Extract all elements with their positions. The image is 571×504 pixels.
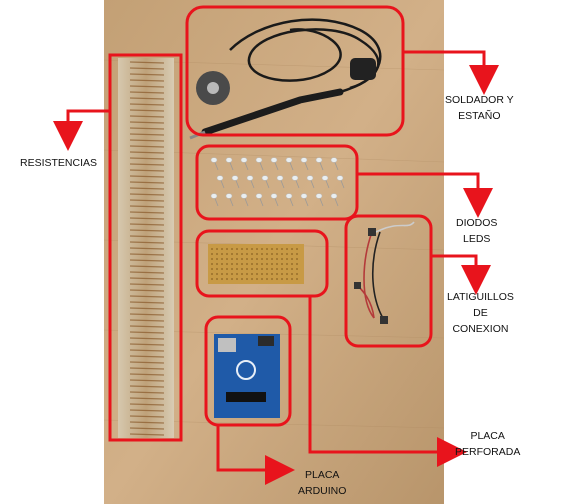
label-diodos: DIODOS LEDS	[456, 215, 497, 247]
label-placa-arduino-line2: ARDUINO	[298, 485, 347, 497]
label-placa-arduino-line1: PLACA	[304, 469, 340, 481]
arrow-diodos	[357, 172, 493, 218]
label-soldador: SOLDADOR Y ESTAÑO	[445, 92, 514, 124]
arrow-soldador	[403, 50, 499, 95]
label-resistencias: RESISTENCIAS	[20, 157, 98, 169]
arrow-resistencias	[53, 109, 110, 151]
box-diodos	[195, 144, 359, 221]
arduino-board	[214, 334, 280, 418]
arrow-arduino	[216, 425, 295, 485]
label-latiguillos-line3: CONEXION	[452, 323, 509, 335]
label-latiguillos: LATIGUILLOS DE CONEXION	[447, 289, 514, 337]
label-diodos-line1: DIODOS	[456, 217, 498, 229]
box-arduino	[204, 315, 292, 427]
box-placa-perforada	[195, 229, 329, 298]
label-soldador-line2: ESTAÑO	[458, 110, 501, 122]
annotation-boxes	[108, 5, 433, 442]
label-latiguillos-line1: LATIGUILLOS	[447, 291, 514, 303]
label-diodos-line2: LEDS	[462, 233, 491, 245]
leds	[210, 157, 345, 207]
label-placa-arduino: PLACA ARDUINO	[298, 467, 346, 499]
label-placa-perforada-line2: PERFORADA	[455, 446, 521, 458]
annotation-arrows	[53, 50, 499, 485]
arrow-latiguillos	[431, 254, 491, 295]
arrow-placa-perforada	[308, 296, 467, 467]
resistors-strip	[118, 58, 174, 438]
label-placa-perforada: PLACA PERFORADA	[455, 428, 520, 460]
label-soldador-line1: SOLDADOR Y	[445, 94, 514, 106]
label-latiguillos-line2: DE	[473, 307, 488, 319]
box-resistencias	[108, 53, 183, 442]
box-soldador	[185, 5, 405, 137]
soldering-iron-and-solder	[189, 18, 382, 140]
perfboard	[208, 244, 304, 284]
box-latiguillos	[344, 214, 433, 348]
label-placa-perforada-line1: PLACA	[470, 430, 505, 442]
jumper-wires	[354, 221, 415, 324]
